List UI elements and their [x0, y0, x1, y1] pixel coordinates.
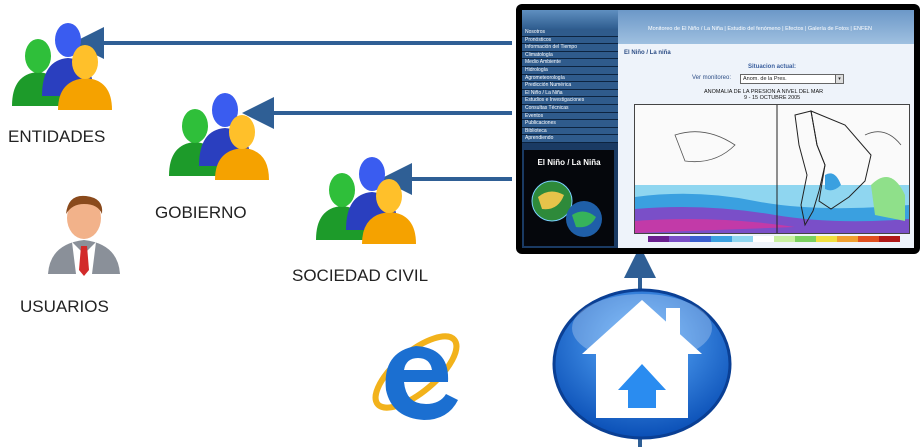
nav-item[interactable]: Consultas Técnicas — [522, 104, 618, 113]
nav-item[interactable]: Información del Tiempo — [522, 44, 618, 52]
section-title: El Niño / La niña — [624, 50, 671, 56]
nav-item[interactable]: Pronósticos — [522, 36, 618, 45]
promo-title: El Niño / La Niña — [537, 158, 601, 167]
label-gobierno: GOBIERNO — [155, 203, 247, 222]
user-icon — [48, 195, 120, 276]
map-title: ANOMALIA DE LA PRESION A NIVEL DEL MAR — [704, 89, 824, 95]
monitor-label: Ver monitoreo: — [692, 75, 732, 81]
nav-item[interactable]: Agrometeorología — [522, 74, 618, 83]
nav-item[interactable]: Eventos — [522, 112, 618, 121]
site-content: El Niño / La niña Situacion actual: Ver … — [618, 44, 914, 248]
monitor-select[interactable]: Anom. de la Pres. ▾ — [740, 74, 844, 84]
nav-item[interactable]: Nosotros — [522, 29, 618, 37]
nav-item[interactable]: Aprendiendo — [522, 135, 618, 143]
label-sociedad-civil: SOCIEDAD CIVIL — [292, 266, 429, 285]
monitor-select-value: Anom. de la Pres. — [743, 76, 787, 82]
nav-item[interactable]: El Niño / La Niña — [522, 89, 618, 98]
label-usuarios: USUARIOS — [20, 297, 109, 316]
nav-item[interactable]: Predicción Numérica — [522, 82, 618, 90]
home-icon[interactable] — [552, 278, 732, 440]
website-screenshot: Nosotros Pronósticos Información del Tie… — [516, 4, 920, 254]
people-group-icon — [316, 157, 416, 244]
nav-item[interactable]: Publicaciones — [522, 120, 618, 128]
site-header: Monitoreo de El Niño / La Niña | Estudio… — [618, 10, 914, 44]
top-links[interactable]: Monitoreo de El Niño / La Niña | Estudio… — [648, 26, 872, 32]
chevron-down-icon: ▾ — [835, 75, 843, 83]
internet-explorer-icon — [372, 333, 460, 420]
nav-item[interactable]: Estudios e Investigaciones — [522, 97, 618, 105]
map-subtitle: 9 - 15 OCTUBRE 2005 — [744, 95, 801, 101]
pressure-anomaly-map — [634, 104, 910, 234]
nav-item[interactable]: Medio Ambiente — [522, 59, 618, 67]
status-heading: Situacion actual: — [748, 64, 797, 70]
label-entidades: ENTIDADES — [8, 127, 106, 146]
promo-banner[interactable]: El Niño / La Niña — [524, 150, 614, 246]
site-nav: Nosotros Pronósticos Información del Tie… — [522, 10, 618, 248]
people-group-icon — [169, 93, 269, 180]
color-scale — [648, 236, 900, 242]
nav-item[interactable]: Hidrología — [522, 66, 618, 75]
nav-item[interactable]: Biblioteca — [522, 127, 618, 136]
people-group-icon — [12, 23, 112, 110]
globe-icon — [531, 180, 602, 237]
nav-item[interactable]: Climatología — [522, 51, 618, 60]
